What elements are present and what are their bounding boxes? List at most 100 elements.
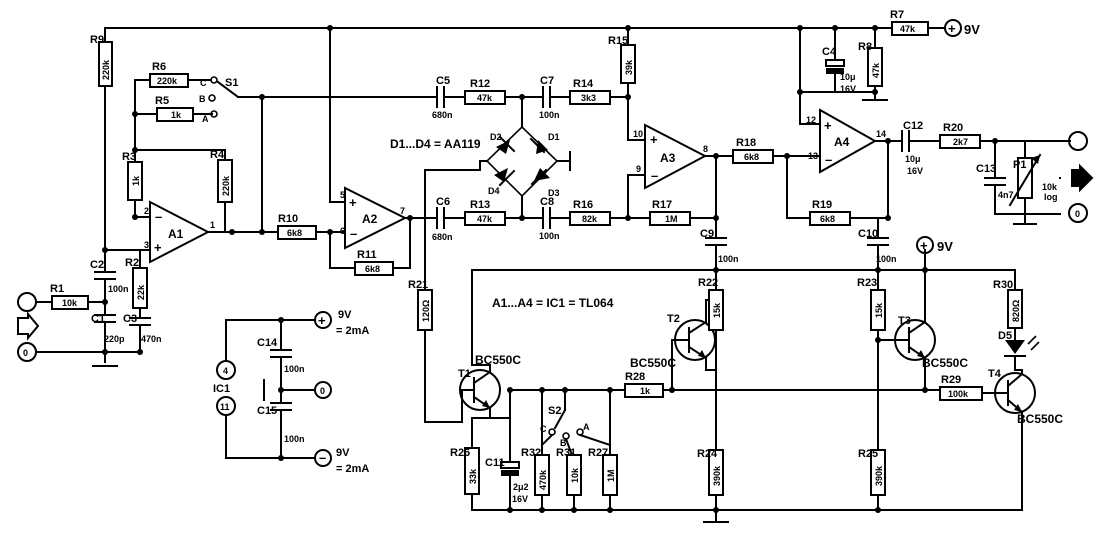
r15-value: 39k — [624, 59, 634, 75]
resistor-r14: R14 3k3 — [569, 78, 629, 105]
opamp-a2: A2 + – 5 6 7 — [329, 186, 426, 250]
r6-value: 220k — [157, 76, 178, 86]
r29-ref: R29 — [941, 374, 961, 386]
resistor-r10: R10 6k8 — [231, 96, 346, 240]
r2-ref: R2 — [125, 257, 139, 269]
input-terminal: 0 — [17, 292, 141, 362]
r21-ref: R21 — [408, 279, 428, 291]
r18-ref: R18 — [736, 137, 756, 149]
transistor-t3: T3 BC550C — [875, 269, 968, 373]
supply-minus-voltage: 9V — [336, 447, 350, 459]
resistor-r19: R19 6k8 — [786, 140, 891, 226]
supply-minus-terminal: – 9V = 2mA — [314, 447, 369, 475]
c8-ref: C8 — [540, 196, 554, 208]
c9-value: 100n — [718, 254, 739, 264]
output-ground-label: 0 — [1075, 209, 1080, 219]
resistor-r5: R5 1k — [134, 95, 213, 122]
r10-ref: R10 — [278, 213, 298, 225]
r20-ref: R20 — [943, 122, 963, 134]
c7-ref: C7 — [540, 75, 554, 87]
resistor-r11: R11 6k8 — [327, 215, 413, 276]
capacitor-c4: C4 10μ 16V — [822, 46, 856, 94]
p1-value: 10k — [1042, 182, 1058, 192]
capacitor-c13: C13 4n7 — [976, 140, 1061, 215]
a2-label: A2 — [362, 212, 378, 226]
r11-ref: R11 — [357, 249, 377, 261]
c11-ref: C11 — [485, 457, 505, 469]
potentiometer-p1: P1 10k log — [1008, 140, 1071, 225]
resistor-r9: R9 220k — [90, 34, 113, 253]
capacitor-c3: C3 470n — [123, 313, 162, 355]
c14-value: 100n — [284, 364, 305, 374]
r25-value: 390k — [874, 465, 884, 486]
r19-ref: R19 — [812, 199, 832, 211]
a3-pin8: 8 — [703, 144, 708, 154]
r22-ref: R22 — [698, 277, 718, 289]
r1-value: 10k — [62, 298, 78, 308]
ic1-pin11: 11 — [220, 402, 230, 412]
r27-ref: R27 — [588, 447, 608, 459]
t4-type: BC550C — [1017, 412, 1063, 426]
r5-ref: R5 — [155, 95, 169, 107]
capacitor-c6: C6 680n — [424, 196, 466, 242]
svg-text:–: – — [350, 226, 357, 241]
r9-ref: R9 — [90, 34, 104, 46]
capacitor-c8: C8 100n — [539, 196, 571, 241]
r32-value: 470k — [538, 469, 548, 490]
c15-ref: C15 — [257, 405, 277, 417]
r29-value: 100k — [948, 389, 969, 399]
switch-s2: S2 C B A — [540, 387, 612, 457]
a4-label: A4 — [834, 135, 850, 149]
c4-ref: C4 — [822, 46, 837, 58]
resistor-r17: R17 1M — [627, 155, 719, 239]
r13-value: 47k — [477, 214, 493, 224]
capacitor-c5: C5 680n — [261, 75, 466, 120]
svg-text:–: – — [155, 209, 162, 224]
resistor-r3: R3 1k — [122, 147, 151, 220]
r27-value: 1M — [606, 469, 616, 482]
svg-text:+: + — [154, 240, 162, 255]
t2-type: BC550C — [630, 356, 676, 370]
r32-ref: R32 — [521, 447, 541, 459]
diode-note: D1...D4 = AA119 — [390, 137, 481, 151]
opamp-a1: A1 – + 2 3 1 — [144, 200, 235, 264]
svg-text:+: + — [650, 132, 658, 147]
r28-value: 1k — [640, 386, 651, 396]
svg-text:+: + — [824, 118, 832, 133]
svg-text:–: – — [825, 152, 832, 167]
c7-value: 100n — [539, 110, 560, 120]
resistor-r32: R32 470k — [521, 389, 550, 511]
c10-value: 100n — [876, 254, 897, 264]
r2-value: 22k — [136, 284, 146, 300]
r30-ref: R30 — [993, 279, 1013, 291]
p1-taper: log — [1044, 192, 1058, 202]
d5-label: D5 — [998, 330, 1012, 342]
r6-ref: R6 — [152, 61, 166, 73]
r7-ref: R7 — [890, 9, 904, 21]
r15-ref: R15 — [608, 35, 628, 47]
s1-pos-a: A — [202, 114, 209, 124]
diode-bridge: D1...D4 = AA119 D2 D1 D4 D3 — [390, 96, 571, 219]
r8-value: 47k — [871, 62, 881, 78]
svg-text:+: + — [349, 195, 357, 210]
s1-pos-b: B — [199, 94, 206, 104]
r12-ref: R12 — [470, 78, 490, 90]
c5-ref: C5 — [436, 75, 450, 87]
supply-terminal-top: + 9V — [944, 19, 980, 37]
r17-value: 1M — [665, 214, 678, 224]
ic1-supply-block: 4 IC1 11 C14 100n C15 100n — [213, 317, 316, 461]
output-terminals: 0 — [1059, 131, 1094, 223]
resistor-r27: R27 1M — [588, 389, 618, 511]
resistor-r29: R29 100k — [922, 371, 1001, 401]
plus-symbol: + — [948, 21, 956, 36]
capacitor-c10: C10 100n — [858, 217, 897, 284]
transistor-t1: T1 BC550C — [458, 353, 521, 419]
resistor-r2: R2 22k — [104, 249, 151, 319]
r30-value: 820Ω — [1011, 300, 1021, 322]
c1-ref: C1 — [91, 313, 105, 325]
a1-label: A1 — [168, 227, 184, 241]
a4-pin12: 12 — [806, 115, 816, 125]
t3-type: BC550C — [922, 356, 968, 370]
capacitor-c11: C11 2μ2 16V — [485, 417, 529, 511]
